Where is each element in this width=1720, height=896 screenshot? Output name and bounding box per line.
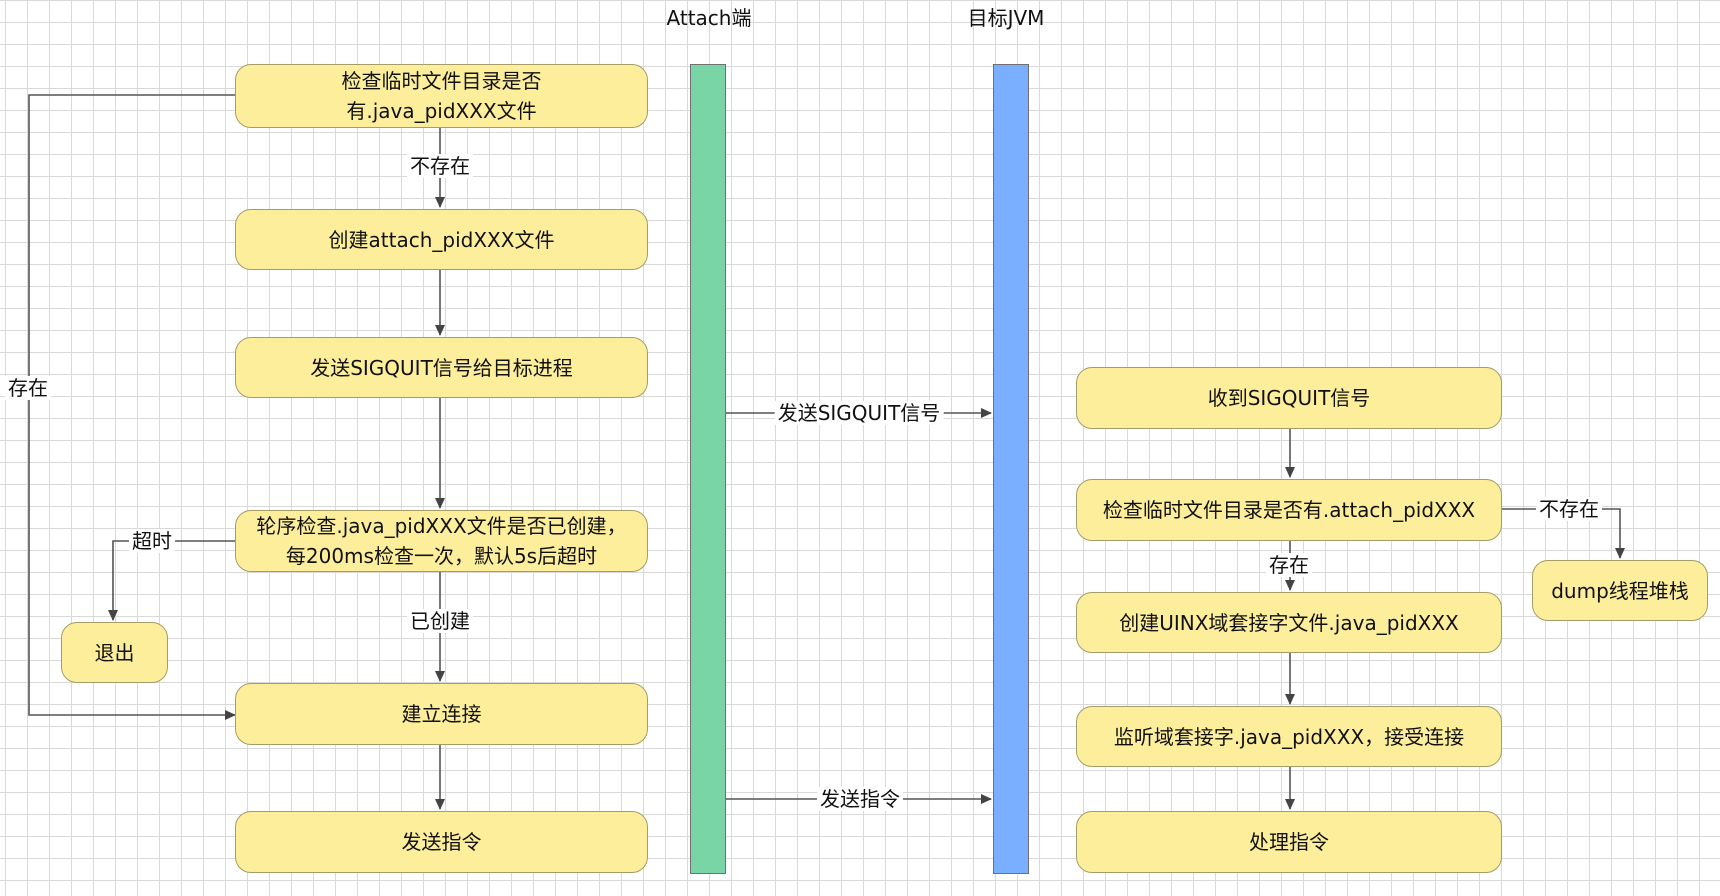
listen-socket-node: 监听域套接字.java_pidXXX，接受连接 bbox=[1076, 706, 1502, 767]
created-label: 已创建 bbox=[407, 609, 473, 633]
exist-right-label: 存在 bbox=[1266, 553, 1312, 577]
attach-lifeline bbox=[690, 64, 726, 874]
exit-node: 退出 bbox=[61, 622, 168, 683]
jvm-lane-header: 目标JVM bbox=[967, 6, 1045, 30]
send-command-node: 发送指令 bbox=[235, 811, 648, 873]
receive-sigquit-node: 收到SIGQUIT信号 bbox=[1076, 367, 1502, 429]
create-attach-file-node: 创建attach_pidXXX文件 bbox=[235, 209, 648, 270]
check-attach-pid-node: 检查临时文件目录是否有.attach_pidXXX bbox=[1076, 479, 1502, 541]
command-message-label: 发送指令 bbox=[817, 787, 903, 811]
sigquit-message-label: 发送SIGQUIT信号 bbox=[774, 401, 944, 425]
dump-thread-stack-node: dump线程堆栈 bbox=[1532, 560, 1708, 621]
not-exist-right-label: 不存在 bbox=[1536, 497, 1602, 521]
not-exist-label: 不存在 bbox=[407, 154, 473, 178]
timeout-label: 超时 bbox=[129, 529, 175, 553]
establish-connection-node: 建立连接 bbox=[235, 683, 648, 745]
attach-lane-header: Attach端 bbox=[666, 6, 752, 30]
handle-command-node: 处理指令 bbox=[1076, 811, 1502, 873]
poll-check-node: 轮序检查.java_pidXXX文件是否已创建，每200ms检查一次，默认5s后… bbox=[235, 510, 648, 572]
jvm-lifeline bbox=[993, 64, 1029, 874]
exist-label: 存在 bbox=[5, 376, 51, 400]
check-java-pid-file-node: 检查临时文件目录是否有.java_pidXXX文件 bbox=[235, 64, 648, 128]
send-sigquit-node: 发送SIGQUIT信号给目标进程 bbox=[235, 337, 648, 398]
create-socket-file-node: 创建UINX域套接字文件.java_pidXXX bbox=[1076, 592, 1502, 653]
